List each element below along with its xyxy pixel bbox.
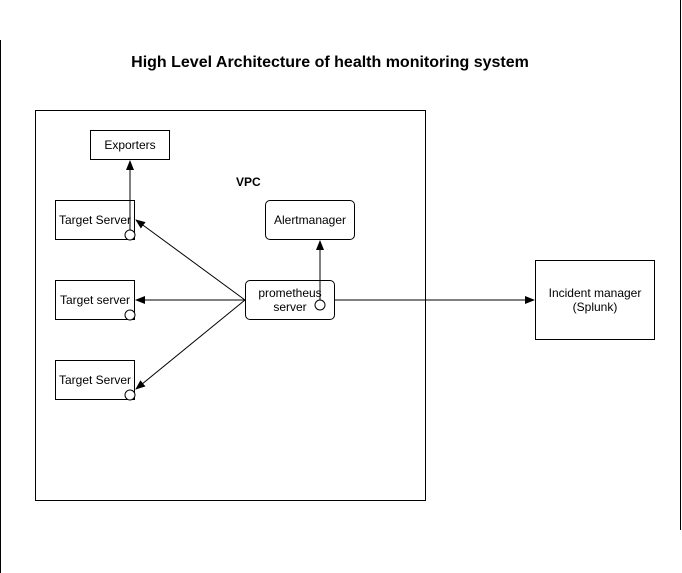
target-server-3-label: Target Server [58,373,132,387]
arrow-prometheus-to-target3 [135,299,246,390]
incident-manager-node[interactable]: Incident manager (Splunk) [535,260,655,340]
exporters-node[interactable]: Exporters [90,130,170,160]
prometheus-label-line1: prometheus [258,286,322,300]
port-prometheus [314,299,326,311]
vpc-container[interactable] [35,110,426,501]
alertmanager-label: Alertmanager [273,213,347,227]
vpc-label: VPC [236,175,261,189]
diagram-title: High Level Architecture of health monito… [131,54,529,71]
left-border-line [0,40,1,573]
port-target3 [124,389,136,401]
exporters-label: Exporters [104,138,156,152]
alertmanager-node[interactable]: Alertmanager [265,200,355,240]
target-server-3-node[interactable]: Target Server [55,360,135,400]
incident-manager-label-line1: Incident manager [548,286,642,300]
right-border-line [680,0,681,530]
prometheus-label-line2: server [273,300,307,314]
target-server-1-label: Target Server [58,213,132,227]
port-target2 [124,309,136,321]
target-server-2-node[interactable]: Target server [55,280,135,320]
arrow-prometheus-to-target1 [135,219,246,301]
target-server-2-label: Target server [59,293,131,307]
port-target1 [124,229,136,241]
target-server-1-node[interactable]: Target Server [55,200,135,240]
incident-manager-label-line2: (Splunk) [572,300,618,314]
